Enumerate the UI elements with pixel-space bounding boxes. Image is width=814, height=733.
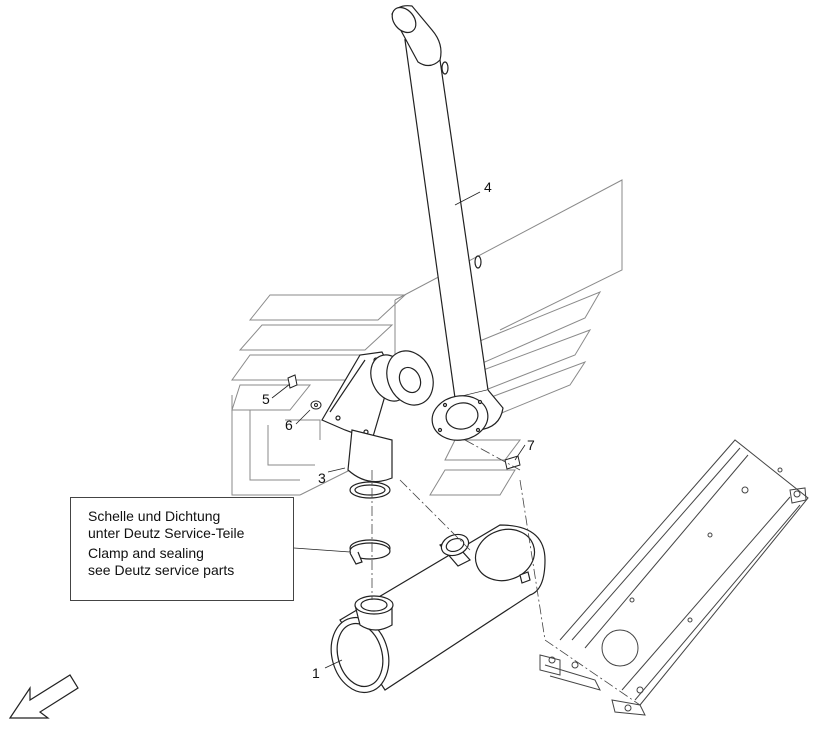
callout-1: 1 — [312, 665, 320, 681]
bolts — [287, 374, 521, 470]
note-en-line-1: Clamp and sealing — [88, 545, 204, 561]
callout-7: 7 — [527, 437, 535, 453]
engine-frame-ghost — [231, 179, 623, 496]
note-de-line-2: unter Deutz Service-Teile — [88, 525, 245, 541]
note-de-line-1: Schelle und Dichtung — [88, 508, 221, 524]
callout-6: 6 — [285, 417, 293, 433]
clamp — [349, 539, 391, 565]
pipe-flange — [431, 395, 489, 441]
note-en-line-2: see Deutz service parts — [88, 562, 235, 578]
exhaust-elbow — [321, 350, 434, 499]
leader-lines — [271, 191, 526, 669]
callout-4: 4 — [484, 179, 492, 195]
center-lines — [371, 439, 641, 706]
mounting-frame — [539, 439, 809, 716]
orientation-arrow — [8, 674, 79, 719]
service-note-box: Schelle und Dichtung unter Deutz Service… — [70, 497, 294, 601]
callout-5: 5 — [262, 391, 270, 407]
muffler — [330, 524, 546, 694]
callout-3: 3 — [318, 470, 326, 486]
